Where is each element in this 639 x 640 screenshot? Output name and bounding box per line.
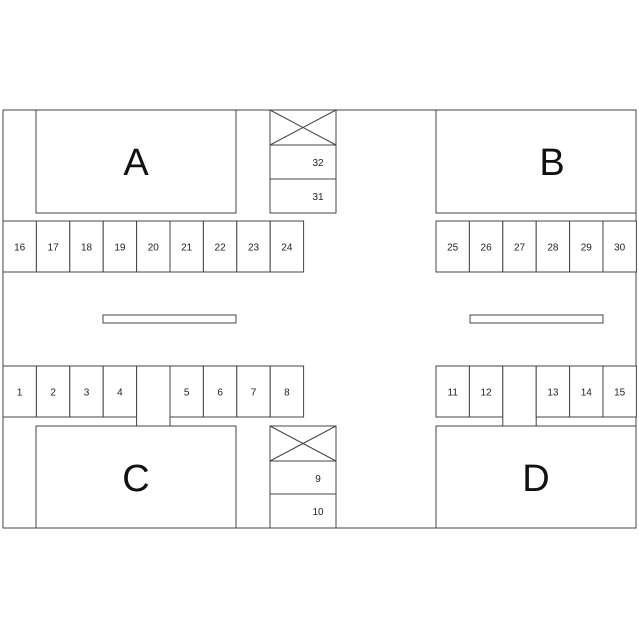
space-label: 11 <box>448 388 459 399</box>
space-label: 21 <box>181 243 193 254</box>
building-d-label: D <box>522 458 549 500</box>
walkway <box>136 365 171 427</box>
space-label: 17 <box>48 243 60 254</box>
space-label: 22 <box>215 243 227 254</box>
space-label: 14 <box>581 388 593 399</box>
parking-row-top-left: 16 17 18 19 20 21 22 23 24 <box>2 220 305 273</box>
parking-row-bottom-right: 11 12 13 14 15 <box>435 365 637 427</box>
parking-space-26 <box>468 220 504 273</box>
space-label: 32 <box>312 158 324 169</box>
building-a: A <box>35 109 237 214</box>
space-label: 26 <box>481 243 493 254</box>
space-label: 7 <box>251 388 257 399</box>
space-label: 18 <box>81 243 93 254</box>
parking-space-27 <box>502 220 537 273</box>
parking-space-15 <box>602 365 637 418</box>
building-b-label: B <box>539 142 564 184</box>
space-label: 23 <box>248 243 260 254</box>
parking-space-32 <box>269 144 337 180</box>
parking-space-13 <box>535 365 571 418</box>
parking-space-10 <box>269 493 337 529</box>
parking-space-23 <box>236 220 271 273</box>
parking-space-29 <box>569 220 604 273</box>
building-c: C <box>35 425 237 529</box>
parking-space-24 <box>269 220 305 273</box>
parking-space-28 <box>535 220 571 273</box>
parking-space-6 <box>202 365 238 418</box>
parking-space-22 <box>202 220 238 273</box>
parking-row-bottom-left: 1 2 3 4 5 6 7 8 <box>2 365 305 427</box>
parking-space-7 <box>236 365 271 418</box>
parking-space-2 <box>35 365 71 418</box>
space-label: 13 <box>547 388 559 399</box>
lane-median-left <box>102 314 237 324</box>
parking-row-top-right: 25 26 27 28 29 30 <box>435 220 637 273</box>
space-label: 8 <box>284 388 290 399</box>
space-label: 27 <box>514 243 526 254</box>
space-label: 5 <box>184 388 190 399</box>
parking-space-11 <box>435 365 470 418</box>
center-bottom-spaces: 9 10 <box>269 425 337 529</box>
space-label: 6 <box>217 388 223 399</box>
space-label: 16 <box>14 243 26 254</box>
building-c-outline <box>35 425 237 529</box>
space-label: 25 <box>447 243 459 254</box>
space-label: 29 <box>581 243 593 254</box>
blocked-space-cross <box>269 109 337 146</box>
space-label: 28 <box>547 243 559 254</box>
parking-space-20 <box>136 220 171 273</box>
building-a-label: A <box>123 142 149 184</box>
parking-space-31 <box>269 178 337 214</box>
space-label: 9 <box>315 474 321 485</box>
building-b-outline <box>435 109 637 214</box>
parking-space-14 <box>569 365 604 418</box>
space-label: 10 <box>312 507 324 518</box>
walkway <box>502 365 537 427</box>
lane-median-right <box>469 314 604 324</box>
space-label: 1 <box>17 388 23 399</box>
parking-space-8 <box>269 365 305 418</box>
space-label: 4 <box>117 388 123 399</box>
space-label: 3 <box>84 388 90 399</box>
parking-space-19 <box>102 220 138 273</box>
parking-space-30 <box>602 220 637 273</box>
space-label: 20 <box>148 243 160 254</box>
parking-space-9 <box>269 460 337 495</box>
parking-space-5 <box>169 365 204 418</box>
building-c-label: C <box>122 458 149 500</box>
center-top-spaces: 32 31 <box>269 109 337 214</box>
building-b: B <box>435 109 637 214</box>
space-label: 12 <box>481 388 493 399</box>
space-label: 24 <box>281 243 293 254</box>
parking-space-3 <box>69 365 104 418</box>
space-label: 30 <box>614 243 626 254</box>
parking-space-18 <box>69 220 104 273</box>
blocked-space-cross <box>269 425 337 462</box>
space-label: 19 <box>114 243 126 254</box>
space-label: 15 <box>614 388 626 399</box>
building-d: D <box>435 425 637 529</box>
space-label: 31 <box>312 192 324 203</box>
building-a-outline <box>35 109 237 214</box>
space-label: 2 <box>50 388 56 399</box>
parking-space-25 <box>435 220 470 273</box>
